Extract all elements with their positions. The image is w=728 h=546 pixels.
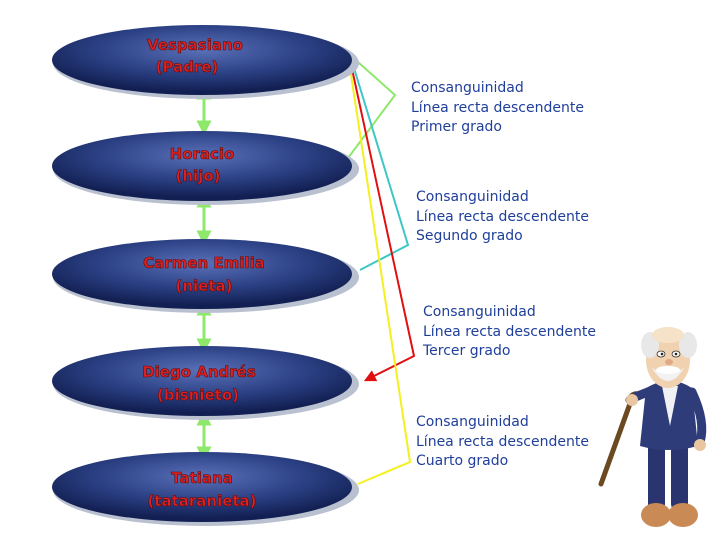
node-role: (tataranieta) <box>147 492 256 510</box>
relation-degree: Cuarto grado <box>416 453 509 469</box>
relation-line: Línea recta descendente <box>411 99 584 116</box>
node-name: Diego Andrés <box>142 363 256 381</box>
relation-third-degree: Consanguinidad Línea recta descendente T… <box>423 303 596 362</box>
node-diego-andres: Diego Andrés (bisnieto) <box>52 346 359 420</box>
degree-line-3 <box>348 54 416 382</box>
degree-line-2 <box>349 54 410 271</box>
relation-type: Consanguinidad <box>416 414 529 430</box>
node-role: (bisnieto) <box>157 386 239 404</box>
node-name: Vespasiano <box>147 36 243 54</box>
relation-type: Consanguinidad <box>423 304 536 320</box>
node-role: (hijo) <box>176 167 221 185</box>
node-horacio: Horacio (hijo) <box>52 131 359 205</box>
relation-degree: Primer grado <box>411 119 502 135</box>
degree-line-1 <box>347 54 397 159</box>
degree-lines <box>347 54 416 485</box>
degree-line-4 <box>347 54 412 485</box>
node-role: (nieta) <box>176 277 233 295</box>
node-name: Carmen Emilia <box>143 254 265 272</box>
relation-type: Consanguinidad <box>416 189 529 205</box>
relation-line: Línea recta descendente <box>416 208 589 225</box>
relation-first-degree: Consanguinidad Línea recta descendente P… <box>411 79 584 138</box>
old-man-icon <box>598 327 707 527</box>
node-vespasiano: Vespasiano (Padre) <box>52 25 359 99</box>
relation-degree: Segundo grado <box>416 228 523 244</box>
relation-line: Línea recta descendente <box>416 433 589 450</box>
relation-fourth-degree: Consanguinidad Línea recta descendente C… <box>416 413 589 472</box>
relation-degree: Tercer grado <box>423 343 511 359</box>
relation-second-degree: Consanguinidad Línea recta descendente S… <box>416 188 589 247</box>
node-tatiana: Tatiana (tataranieta) <box>52 452 359 526</box>
node-role: (Padre) <box>156 58 219 76</box>
node-name: Tatiana <box>171 469 233 487</box>
relation-line: Línea recta descendente <box>423 323 596 340</box>
node-carmen-emilia: Carmen Emilia (nieta) <box>52 239 359 313</box>
relation-type: Consanguinidad <box>411 80 524 96</box>
node-name: Horacio <box>170 145 235 163</box>
